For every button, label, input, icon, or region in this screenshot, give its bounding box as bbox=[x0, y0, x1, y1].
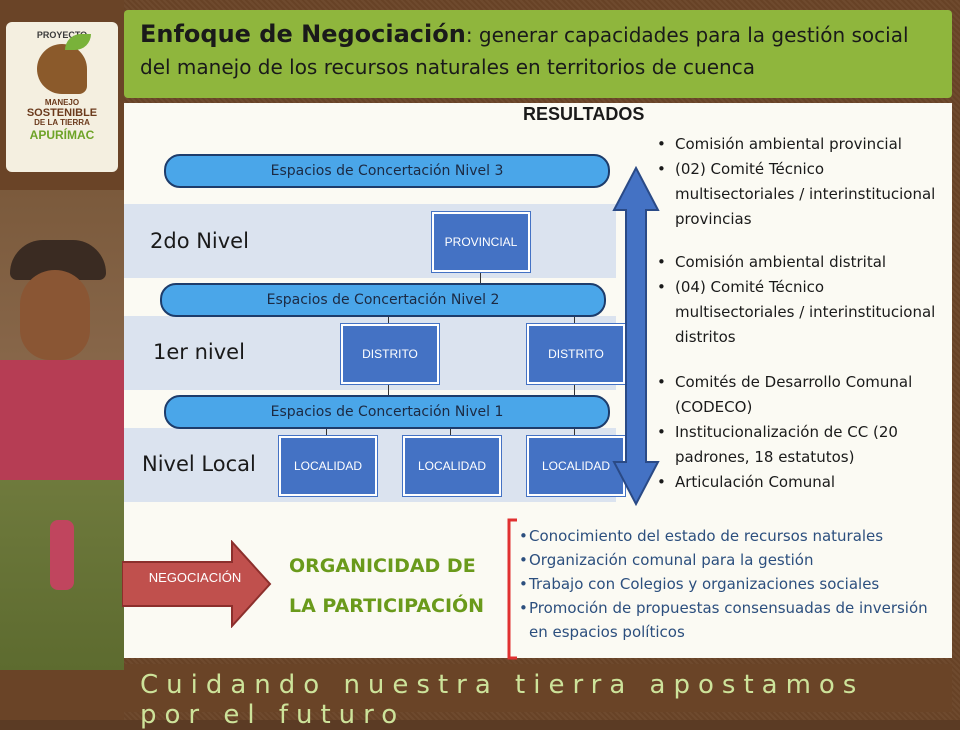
node-provincial: PROVINCIAL bbox=[432, 212, 530, 272]
espacio-nivel-2: Espacios de Concertación Nivel 2 bbox=[160, 283, 606, 317]
node-distrito-1: DISTRITO bbox=[341, 324, 439, 384]
outcome-item: Trabajo con Colegios y organizaciones so… bbox=[519, 572, 939, 596]
field-worker-shape bbox=[50, 520, 74, 590]
project-logo: PROYECTO MANEJO SOSTENIBLE DE LA TIERRA … bbox=[6, 22, 118, 172]
logo-proyecto: PROYECTO bbox=[36, 30, 88, 40]
title-strong: Enfoque de Negociación bbox=[140, 20, 466, 48]
logo-line1: MANEJO bbox=[44, 98, 80, 107]
organicidad-line1: ORGANICIDAD DE bbox=[289, 555, 476, 577]
level-band-2do bbox=[124, 204, 616, 278]
result-item: Comisión ambiental provincial bbox=[655, 132, 945, 157]
logo-line4: APURÍMAC bbox=[29, 128, 95, 142]
face-shape bbox=[20, 270, 90, 360]
double-arrow-icon bbox=[612, 166, 660, 506]
espacio-nivel-3: Espacios de Concertación Nivel 3 bbox=[164, 154, 610, 188]
espacio-nivel-1: Espacios de Concertación Nivel 1 bbox=[164, 395, 610, 429]
node-distrito-2: DISTRITO bbox=[527, 324, 625, 384]
results-list: Comisión ambiental provincial (02) Comit… bbox=[655, 132, 945, 495]
slide-title: Enfoque de Negociación: generar capacida… bbox=[140, 18, 940, 83]
resultados-heading: RESULTADOS bbox=[523, 104, 645, 124]
negotiation-arrow-icon bbox=[122, 540, 272, 628]
level-label-local: Nivel Local bbox=[142, 452, 256, 476]
result-item: Comités de Desarrollo Comunal (CODECO) bbox=[655, 370, 945, 420]
bracket-icon bbox=[507, 518, 517, 660]
organicidad-line2: LA PARTICIPACIÓN bbox=[289, 595, 485, 617]
title-rest: : generar capacidades para la gestión so… bbox=[140, 23, 909, 79]
shawl-shape bbox=[0, 360, 124, 480]
organicidad-heading: ORGANICIDAD DE LA PARTICIPACIÓN bbox=[289, 546, 484, 626]
logo-line3: DE LA TIERRA bbox=[34, 118, 90, 127]
outcome-item: Promoción de propuestas consensuadas de … bbox=[519, 596, 939, 644]
results-gap bbox=[655, 232, 945, 250]
result-item: Articulación Comunal bbox=[655, 470, 945, 495]
seed-icon bbox=[37, 34, 91, 94]
node-localidad-2: LOCALIDAD bbox=[403, 436, 501, 496]
level-label-1er: 1er nivel bbox=[153, 340, 245, 364]
results-gap bbox=[655, 350, 945, 370]
node-localidad-3: LOCALIDAD bbox=[527, 436, 625, 496]
outcome-item: Organización comunal para la gestión bbox=[519, 548, 939, 572]
slogan-text: Cuidando nuestra tierra apostamos por el… bbox=[140, 670, 865, 730]
slogan-strip bbox=[124, 664, 952, 712]
result-item: Comisión ambiental distrital bbox=[655, 250, 945, 275]
result-item: Institucionalización de CC (20 padrones,… bbox=[655, 420, 945, 470]
level-label-2do: 2do Nivel bbox=[150, 229, 249, 253]
outcome-item: Conocimiento del estado de recursos natu… bbox=[519, 524, 939, 548]
result-item: (04) Comité Técnico multisectoriales / i… bbox=[655, 275, 945, 350]
outcomes-list: Conocimiento del estado de recursos natu… bbox=[519, 524, 939, 644]
result-item: (02) Comité Técnico multisectoriales / i… bbox=[655, 157, 945, 232]
title-bar bbox=[124, 10, 952, 98]
node-localidad-1: LOCALIDAD bbox=[279, 436, 377, 496]
woman-photo bbox=[0, 190, 124, 670]
negotiation-label: NEGOCIACIÓN bbox=[148, 570, 242, 585]
logo-line2: SOSTENIBLE bbox=[26, 107, 98, 119]
